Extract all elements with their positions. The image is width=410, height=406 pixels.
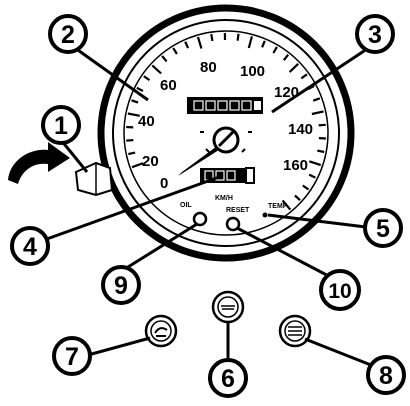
minor-tick: [303, 186, 309, 190]
callout-7: 7: [54, 338, 90, 374]
svg-text:5: 5: [376, 215, 390, 243]
tick-label-20: 20: [142, 153, 159, 170]
major-tick: [309, 161, 320, 165]
minor-tick: [295, 196, 300, 201]
callout-4: 4: [12, 228, 48, 264]
temperature-lamp: [263, 213, 268, 218]
callout-6: 6: [210, 360, 246, 396]
oil-label: OIL: [180, 202, 192, 209]
minor-tick: [211, 34, 212, 41]
tick-label-60: 60: [160, 77, 177, 94]
callout-9: 9: [103, 267, 139, 303]
tick-label-100: 100: [240, 63, 265, 80]
major-tick: [198, 37, 201, 49]
minor-tick: [317, 151, 324, 152]
tick-label-120: 120: [274, 84, 299, 101]
major-tick: [312, 111, 324, 114]
svg-text:2: 2: [61, 21, 75, 49]
tick-label-160: 160: [283, 157, 308, 174]
lamp-7: [146, 316, 176, 346]
tick-label-0: 0: [160, 175, 168, 192]
minor-tick: [273, 47, 277, 53]
callout-2: 2: [50, 16, 86, 52]
major-tick: [249, 36, 252, 48]
minor-tick: [126, 140, 133, 141]
minor-tick: [132, 100, 139, 102]
major-tick: [152, 65, 161, 73]
minor-tick: [238, 34, 239, 41]
rotation-arrow-icon: [8, 142, 70, 184]
svg-text:9: 9: [114, 272, 128, 300]
minor-tick: [313, 98, 320, 100]
callout-1: 1: [43, 107, 79, 143]
trip-reset-lever: [76, 163, 112, 195]
svg-text:7: 7: [65, 343, 79, 371]
minor-tick: [185, 42, 188, 48]
lamp-6: [213, 292, 243, 322]
callout-8: 8: [368, 357, 404, 393]
minor-tick: [137, 88, 143, 91]
callout-10: 10: [321, 271, 359, 309]
minor-tick: [262, 41, 265, 48]
lamp-8: [280, 316, 310, 346]
tick-label-40: 40: [138, 113, 155, 130]
svg-text:6: 6: [221, 365, 235, 393]
svg-text:4: 4: [23, 233, 37, 261]
callout-3: 3: [357, 16, 393, 52]
minor-tick: [162, 56, 167, 61]
minor-tick: [173, 48, 177, 54]
unit-label: KM/H: [215, 195, 233, 202]
reset-label: RESET: [226, 207, 250, 214]
svg-text:10: 10: [328, 280, 351, 303]
minor-tick: [144, 76, 150, 80]
odometer: [187, 97, 263, 114]
tick-label-80: 80: [200, 59, 217, 76]
minor-tick: [128, 153, 135, 155]
minor-tick: [319, 125, 326, 126]
svg-text:1: 1: [54, 112, 68, 140]
minor-tick: [301, 74, 307, 78]
svg-text:8: 8: [379, 362, 393, 390]
dial-face-labels: OIL KM/H RESET TEMP: [180, 195, 288, 214]
callout-5: 5: [365, 210, 401, 246]
major-tick: [290, 64, 299, 72]
minor-tick: [309, 175, 315, 178]
temp-label: TEMP: [268, 203, 288, 210]
minor-tick: [284, 55, 288, 61]
svg-text:3: 3: [368, 21, 382, 49]
tick-label-140: 140: [288, 121, 313, 138]
